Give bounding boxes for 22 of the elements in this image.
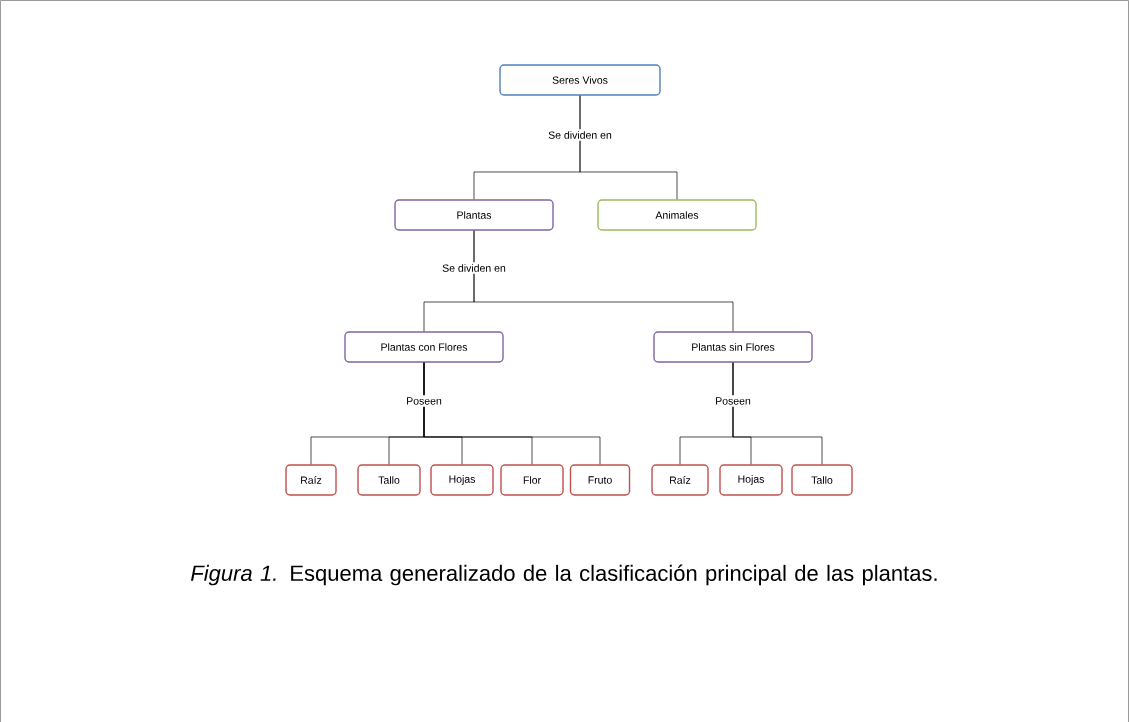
connector-line: [579, 95, 678, 200]
concept-box: Raíz: [285, 464, 337, 496]
concept-box: Animales: [597, 199, 757, 231]
concept-box: Tallo: [357, 464, 421, 496]
caption: Figura 1. Esquema generalizado de la clasificación principal de las plantas.: [191, 564, 937, 586]
edge-label: Se dividen en: [546, 129, 614, 141]
concept-box: Tallo: [791, 464, 853, 496]
concept-box: Flor: [500, 464, 564, 496]
concept-box: Plantas: [394, 199, 554, 231]
concept-box: Plantas con Flores: [344, 331, 504, 363]
concept-box: Hojas: [430, 464, 494, 496]
edge-label: Poseen: [404, 395, 444, 407]
concept-box: Raíz: [651, 464, 709, 496]
edge-label: Poseen: [713, 395, 753, 407]
concept-box: Seres Vivos: [499, 64, 661, 96]
connector-line: [423, 362, 601, 465]
concept-box: Plantas sin Flores: [653, 331, 813, 363]
connector-line: [732, 362, 823, 465]
concept-box: Hojas: [719, 464, 783, 496]
edge-label: Se dividen en: [440, 262, 508, 274]
concept-box: Fruto: [569, 464, 631, 496]
connector-line: [473, 230, 734, 332]
